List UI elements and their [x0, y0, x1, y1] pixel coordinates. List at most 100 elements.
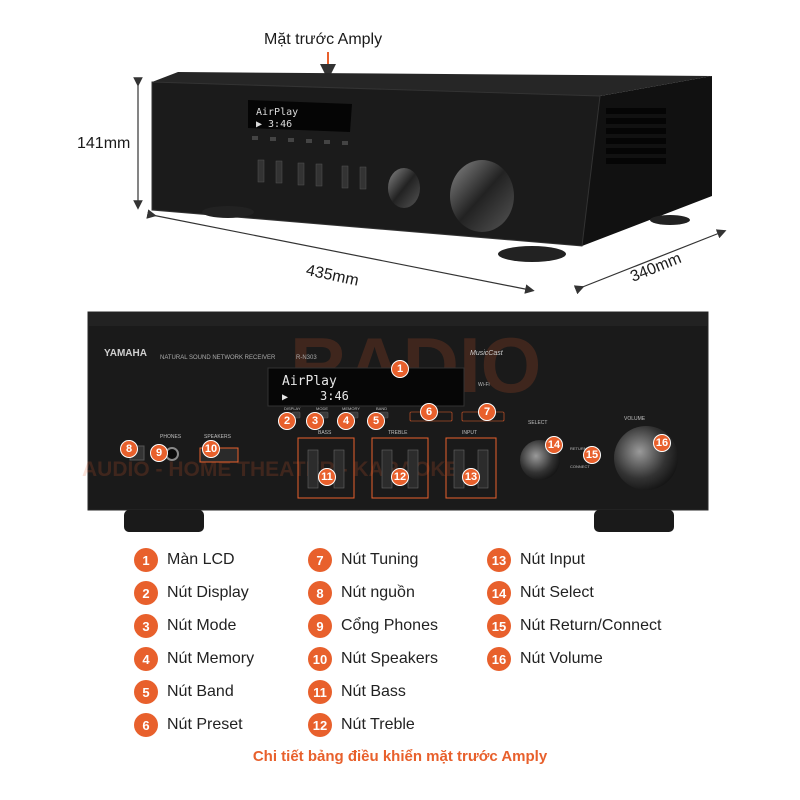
legend-item: 7 Nút Tuning — [308, 548, 418, 572]
svg-text:TREBLE: TREBLE — [388, 430, 408, 436]
svg-text:MEMORY: MEMORY — [342, 406, 360, 411]
legend-item: 1 Màn LCD — [134, 548, 235, 572]
legend-label: Nút Display — [167, 584, 249, 601]
legend-label: Nút Tuning — [341, 551, 419, 568]
legend-item: 16 Nút Volume — [487, 647, 603, 671]
legend-item: 2 Nút Display — [134, 581, 249, 605]
callout-7: 7 — [478, 403, 496, 421]
svg-text:AirPlay: AirPlay — [256, 107, 298, 118]
height-label: 141mm — [77, 135, 131, 152]
svg-text:SELECT: SELECT — [528, 420, 547, 426]
levers — [307, 449, 489, 489]
amp-side-vents — [606, 108, 666, 164]
svg-text:INPUT: INPUT — [462, 430, 477, 436]
legend-label: Nút Return/Connect — [520, 617, 662, 634]
callout-4: 4 — [337, 412, 355, 430]
legend-label: Cổng Phones — [341, 617, 438, 634]
callout-15: 15 — [583, 446, 601, 464]
model-line-text: NATURAL SOUND NETWORK RECEIVER — [160, 355, 276, 361]
legend-label: Nút Input — [520, 551, 585, 568]
legend-number: 1 — [134, 548, 158, 572]
legend-number: 12 — [308, 713, 332, 737]
legend-number: 13 — [487, 548, 511, 572]
svg-text:VOLUME: VOLUME — [624, 416, 646, 422]
legend-number: 10 — [308, 647, 332, 671]
amp-front-panel — [151, 81, 601, 247]
lcd-line2: 3:46 — [320, 389, 349, 403]
legend-label: Nút Memory — [167, 650, 255, 667]
callout-2: 2 — [278, 412, 296, 430]
legend-number: 5 — [134, 680, 158, 704]
callout-5: 5 — [367, 412, 385, 430]
legend-item: 15 Nút Return/Connect — [487, 614, 661, 638]
amp-small-buttons — [252, 136, 348, 145]
legend-number: 7 — [308, 548, 332, 572]
svg-text:▶: ▶ — [282, 392, 288, 403]
front-top-edge — [88, 312, 708, 326]
legend-number: 15 — [487, 614, 511, 638]
legend-number: 3 — [134, 614, 158, 638]
callout-10: 10 — [202, 440, 220, 458]
legend-label: Nút Volume — [520, 650, 603, 667]
legend-number: 2 — [134, 581, 158, 605]
legend-label: Nút Preset — [167, 716, 243, 733]
legend-item: 9 Cổng Phones — [308, 614, 438, 638]
front-foot-left — [124, 510, 204, 532]
svg-text:▶ 3:46: ▶ 3:46 — [256, 119, 292, 130]
legend-label: Nút Bass — [341, 683, 406, 700]
callout-16: 16 — [653, 434, 671, 452]
svg-text:BAND: BAND — [376, 406, 387, 411]
legend-number: 16 — [487, 647, 511, 671]
legend-item: 11 Nút Bass — [308, 680, 406, 704]
legend-item: 8 Nút nguồn — [308, 581, 415, 605]
svg-text:MODE: MODE — [316, 406, 328, 411]
svg-text:RETURN: RETURN — [570, 446, 587, 451]
legend-number: 11 — [308, 680, 332, 704]
svg-text:CONNECT: CONNECT — [570, 464, 590, 469]
legend-item: 3 Nút Mode — [134, 614, 236, 638]
lcd-line1: AirPlay — [282, 374, 337, 389]
callout-3: 3 — [306, 412, 324, 430]
legend-item: 13 Nút Input — [487, 548, 585, 572]
callout-8: 8 — [120, 440, 138, 458]
callout-14: 14 — [545, 436, 563, 454]
svg-text:PHONES: PHONES — [160, 434, 182, 440]
callout-11: 11 — [318, 468, 336, 486]
svg-text:SPEAKERS: SPEAKERS — [204, 434, 232, 440]
callout-6: 6 — [420, 403, 438, 421]
caption: Chi tiết bảng điều khiển mặt trước Amply — [252, 748, 548, 765]
top-title: Mặt trước Amply — [264, 31, 383, 48]
volume-knob — [614, 426, 678, 490]
amp-small-levers — [257, 159, 367, 190]
legend-number: 9 — [308, 614, 332, 638]
legend-label: Nút Select — [520, 584, 594, 601]
amp-perspective-view: AirPlay ▶ 3:46 — [133, 52, 727, 295]
amp-lcd-small — [248, 100, 352, 132]
watermark-small: AUDIO - HOME THEATER - KARAOKE — [82, 458, 460, 481]
legend-label: Nút nguồn — [341, 584, 415, 601]
callout-9: 9 — [150, 444, 168, 462]
legend-label: Màn LCD — [167, 551, 235, 568]
callout-12: 12 — [391, 468, 409, 486]
foot-right — [650, 215, 690, 225]
front-foot-right — [594, 510, 674, 532]
lcd-display — [267, 367, 465, 407]
svg-text:BASS: BASS — [318, 430, 332, 436]
legend-label: Nút Mode — [167, 617, 237, 634]
amp-front-view: RADIO AUDIO - HOME THEATER - KARAOKE YAM… — [82, 311, 709, 532]
musiccast-text: MusicCast — [470, 350, 504, 357]
foot-mid — [498, 246, 566, 262]
legend-label: Nút Treble — [341, 716, 415, 733]
amp-select-knob-small — [388, 168, 420, 208]
amp-top-surface — [152, 72, 712, 96]
brand-text: YAMAHA — [104, 348, 147, 359]
amp-volume-knob-small — [450, 160, 514, 232]
legend-number: 8 — [308, 581, 332, 605]
depth-dim-line — [573, 229, 727, 295]
model-text: R-N303 — [296, 355, 317, 361]
